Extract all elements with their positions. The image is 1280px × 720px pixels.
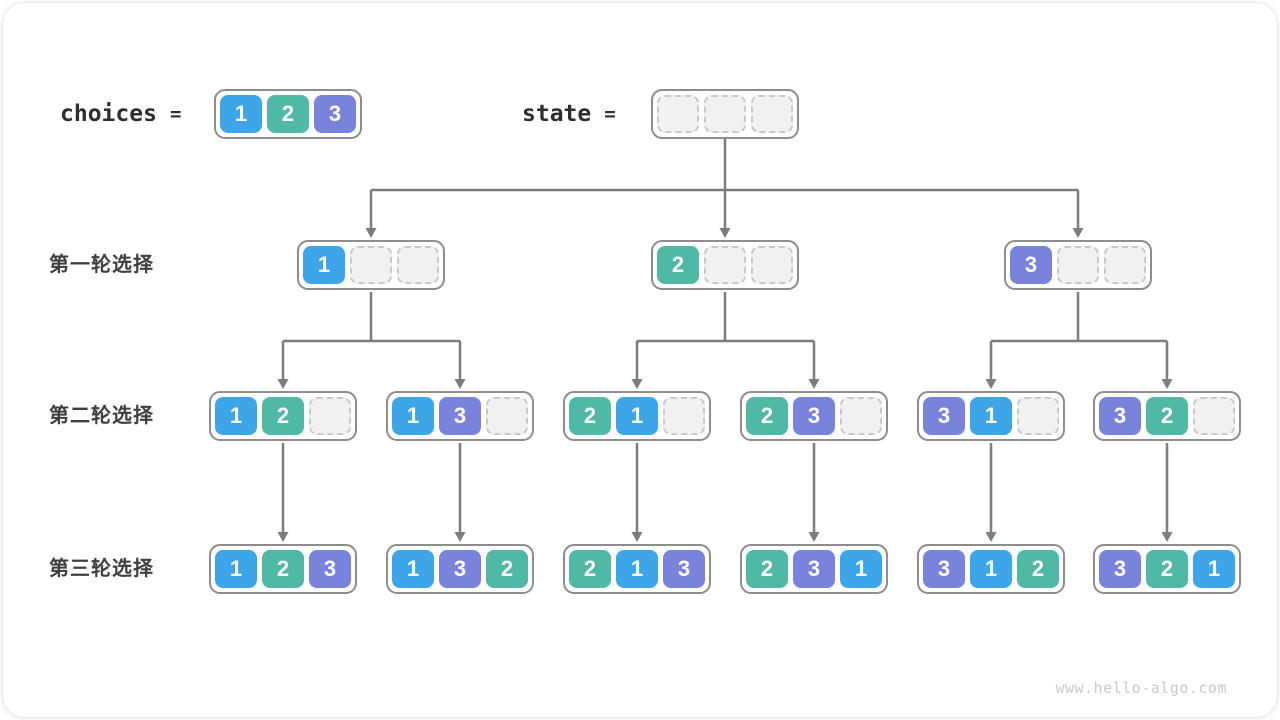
empty-cell (397, 246, 439, 284)
equals-sign: = (604, 103, 616, 125)
arrowhead (719, 228, 731, 238)
filled-cell: 1 (220, 95, 262, 133)
choices-expression: choices = (60, 89, 181, 139)
filled-cell: 1 (970, 550, 1012, 588)
filled-cell: 2 (657, 246, 699, 284)
filled-cell: 2 (569, 397, 611, 435)
filled-cell: 1 (215, 397, 257, 435)
arrowhead (985, 379, 997, 389)
arrowhead (277, 532, 289, 542)
filled-cell: 3 (309, 550, 351, 588)
empty-cell (486, 397, 528, 435)
filled-cell: 3 (1010, 246, 1052, 284)
filled-cell: 1 (392, 550, 434, 588)
empty-cell (1017, 397, 1059, 435)
empty-cell (309, 397, 351, 435)
filled-cell: 1 (840, 550, 882, 588)
state-array (651, 89, 799, 139)
arrowhead (454, 532, 466, 542)
row-label-3: 第三轮选择 (49, 558, 154, 580)
arrowhead (454, 379, 466, 389)
arrowhead (1072, 228, 1084, 238)
arrowhead (1161, 532, 1173, 542)
state-node: 2 (651, 240, 799, 290)
arrowhead (365, 228, 377, 238)
empty-cell (1057, 246, 1099, 284)
state-node: 3 (1004, 240, 1152, 290)
arrowhead (808, 532, 820, 542)
state-expression: state = (522, 89, 616, 139)
arrowhead (631, 532, 643, 542)
empty-cell (663, 397, 705, 435)
filled-cell: 3 (793, 397, 835, 435)
filled-cell: 3 (663, 550, 705, 588)
arrowhead (631, 379, 643, 389)
empty-cell (751, 246, 793, 284)
state-label: state (522, 101, 592, 127)
filled-cell: 1 (616, 550, 658, 588)
filled-cell: 2 (1017, 550, 1059, 588)
arrowhead (1161, 379, 1173, 389)
arrowhead (277, 379, 289, 389)
filled-cell: 2 (267, 95, 309, 133)
filled-cell: 3 (1099, 550, 1141, 588)
filled-cell: 2 (262, 550, 304, 588)
filled-cell: 3 (793, 550, 835, 588)
filled-cell: 2 (746, 397, 788, 435)
empty-cell (350, 246, 392, 284)
arrowhead (808, 379, 820, 389)
filled-cell: 1 (1193, 550, 1235, 588)
row-label-2: 第二轮选择 (49, 405, 154, 427)
arrowhead (985, 532, 997, 542)
filled-cell: 1 (970, 397, 1012, 435)
empty-cell (1193, 397, 1235, 435)
filled-cell: 1 (303, 246, 345, 284)
empty-cell (840, 397, 882, 435)
filled-cell: 1 (392, 397, 434, 435)
filled-cell: 2 (569, 550, 611, 588)
filled-cell: 3 (1099, 397, 1141, 435)
state-node: 1 (297, 240, 445, 290)
filled-cell: 3 (314, 95, 356, 133)
filled-cell: 1 (616, 397, 658, 435)
empty-cell (704, 95, 746, 133)
equals-sign: = (169, 103, 182, 125)
filled-cell: 2 (1146, 397, 1188, 435)
tree-connectors (277, 139, 1173, 542)
empty-cell (704, 246, 746, 284)
empty-cell (751, 95, 793, 133)
choices-label: choices (60, 101, 157, 127)
filled-cell: 3 (439, 397, 481, 435)
row-label-1: 第一轮选择 (49, 254, 154, 276)
filled-cell: 2 (486, 550, 528, 588)
watermark: www.hello-algo.com (1055, 679, 1227, 697)
filled-cell: 3 (439, 550, 481, 588)
filled-cell: 3 (923, 550, 965, 588)
empty-cell (657, 95, 699, 133)
filled-cell: 2 (262, 397, 304, 435)
filled-cell: 2 (746, 550, 788, 588)
filled-cell: 3 (923, 397, 965, 435)
empty-cell (1104, 246, 1146, 284)
filled-cell: 1 (215, 550, 257, 588)
filled-cell: 2 (1146, 550, 1188, 588)
